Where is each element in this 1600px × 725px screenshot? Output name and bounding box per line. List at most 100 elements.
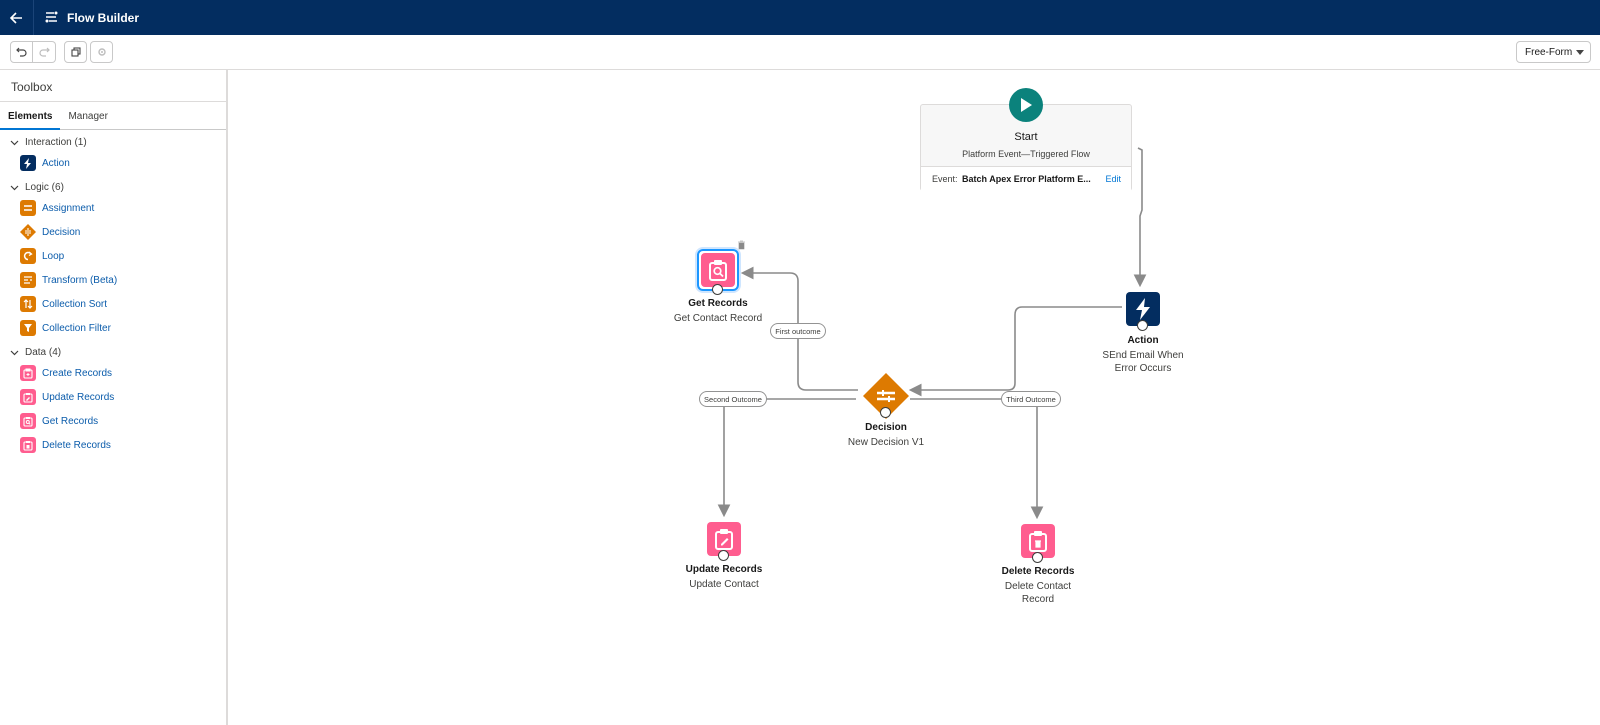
connector-start-action	[1133, 147, 1147, 288]
back-button[interactable]	[0, 0, 34, 35]
get-records-node[interactable]	[701, 253, 735, 287]
get-records-subtitle: Get Contact Record	[673, 313, 763, 324]
app-header: Flow Builder	[0, 0, 1600, 35]
tab-elements[interactable]: Elements	[0, 102, 61, 130]
flow-icon	[44, 10, 60, 26]
element-label: Loop	[42, 250, 65, 262]
element-label: Get Records	[42, 415, 99, 427]
decision-node[interactable]	[863, 373, 909, 419]
start-title: Start	[1014, 131, 1038, 143]
outcome-label-third[interactable]: Third Outcome	[1001, 391, 1061, 407]
play-icon	[1021, 98, 1032, 112]
outcome-label-second[interactable]: Second Outcome	[699, 391, 767, 407]
tab-manager[interactable]: Manager	[68, 111, 108, 122]
start-subtitle: Platform Event—Triggered Flow	[962, 149, 1090, 159]
decision-connector[interactable]	[880, 407, 891, 418]
record-delete-icon	[20, 437, 36, 453]
gear-icon	[97, 48, 106, 56]
element-get-records[interactable]: Get Records	[0, 409, 226, 433]
start-node[interactable]	[1009, 88, 1043, 122]
delete-records-subtitle-line1: Delete Contact	[1004, 581, 1072, 592]
layout-mode-select[interactable]: Free-Form	[1516, 41, 1591, 63]
lightning-icon	[20, 155, 36, 171]
section-label: Data (4)	[25, 347, 62, 358]
action-title: Action	[1127, 335, 1159, 346]
trash-icon[interactable]	[737, 240, 746, 250]
start-event-row: Event: Batch Apex Error Platform E... Ed…	[921, 166, 1131, 191]
transform-icon	[20, 272, 36, 288]
delete-records-title: Delete Records	[1001, 566, 1075, 577]
decision-subtitle: New Decision V1	[847, 437, 925, 448]
element-action[interactable]: Action	[0, 151, 226, 175]
update-records-connector[interactable]	[718, 550, 729, 561]
element-label: Assignment	[42, 202, 95, 214]
action-connector[interactable]	[1137, 320, 1148, 331]
section-label: Interaction (1)	[25, 137, 87, 148]
settings-button[interactable]	[90, 41, 113, 63]
decision-icon	[20, 224, 36, 240]
element-label: Collection Filter	[42, 322, 111, 334]
connector-action-decision	[908, 306, 1122, 397]
copy-icon	[70, 47, 81, 57]
record-lookup-icon	[20, 413, 36, 429]
record-lookup-icon	[701, 253, 735, 287]
element-collection-sort[interactable]: Collection Sort	[0, 292, 226, 316]
sort-icon	[20, 296, 36, 312]
get-records-title: Get Records	[688, 298, 748, 309]
app-title: Flow Builder	[67, 10, 139, 25]
element-label: Decision	[42, 226, 81, 238]
filter-icon	[20, 320, 36, 336]
undo-icon	[16, 47, 27, 57]
update-records-subtitle: Update Contact	[689, 579, 759, 590]
section-data[interactable]: Data (4)	[0, 344, 226, 361]
element-label: Action	[42, 157, 70, 169]
chevron-down-icon	[10, 140, 19, 146]
event-value: Batch Apex Error Platform E...	[962, 174, 1091, 184]
connector-second-outcome	[717, 398, 856, 518]
outcome-label-first[interactable]: First outcome	[770, 323, 826, 339]
toolbox-panel: Toolbox Elements Manager Interaction (1)…	[0, 70, 228, 725]
toolbox-tabs: Elements Manager	[0, 102, 226, 130]
toolbar: Free-Form	[0, 35, 1600, 70]
toolbar-button-group	[10, 41, 113, 63]
element-transform[interactable]: Transform (Beta)	[0, 268, 226, 292]
redo-button[interactable]	[33, 41, 56, 63]
section-logic[interactable]: Logic (6)	[0, 179, 226, 196]
toolbox-title: Toolbox	[0, 70, 226, 102]
update-records-title: Update Records	[685, 564, 763, 575]
element-decision[interactable]: Decision	[0, 220, 226, 244]
assignment-icon	[20, 200, 36, 216]
layout-mode-value: Free-Form	[1525, 46, 1573, 58]
delete-records-connector[interactable]	[1032, 552, 1043, 563]
element-delete-records[interactable]: Delete Records	[0, 433, 226, 457]
get-records-connector[interactable]	[712, 284, 723, 295]
action-subtitle-line2: Error Occurs	[1114, 363, 1172, 374]
element-create-records[interactable]: Create Records	[0, 361, 226, 385]
undo-button[interactable]	[10, 41, 33, 63]
redo-icon	[38, 47, 50, 57]
element-assignment[interactable]: Assignment	[0, 196, 226, 220]
record-delete-icon	[1021, 524, 1055, 558]
section-label: Logic (6)	[25, 182, 64, 193]
element-label: Update Records	[42, 391, 115, 403]
back-arrow-icon	[10, 11, 22, 24]
element-label: Collection Sort	[42, 298, 108, 310]
element-update-records[interactable]: Update Records	[0, 385, 226, 409]
delete-records-node[interactable]	[1021, 524, 1055, 558]
action-subtitle-line1: SEnd Email When	[1102, 350, 1184, 361]
element-loop[interactable]: Loop	[0, 244, 226, 268]
copy-button[interactable]	[64, 41, 87, 63]
record-update-icon	[20, 389, 36, 405]
element-collection-filter[interactable]: Collection Filter	[0, 316, 226, 340]
element-label: Delete Records	[42, 439, 111, 451]
event-label: Event:	[932, 174, 958, 184]
start-node-card[interactable]: Start Platform Event—Triggered Flow Even…	[920, 104, 1132, 191]
element-label: Transform (Beta)	[42, 274, 118, 286]
chevron-down-icon	[10, 350, 19, 356]
section-interaction[interactable]: Interaction (1)	[0, 134, 226, 151]
edit-event-link[interactable]: Edit	[1105, 174, 1121, 184]
decision-icon	[863, 373, 909, 419]
chevron-down-icon	[1576, 50, 1584, 55]
element-label: Create Records	[42, 367, 113, 379]
